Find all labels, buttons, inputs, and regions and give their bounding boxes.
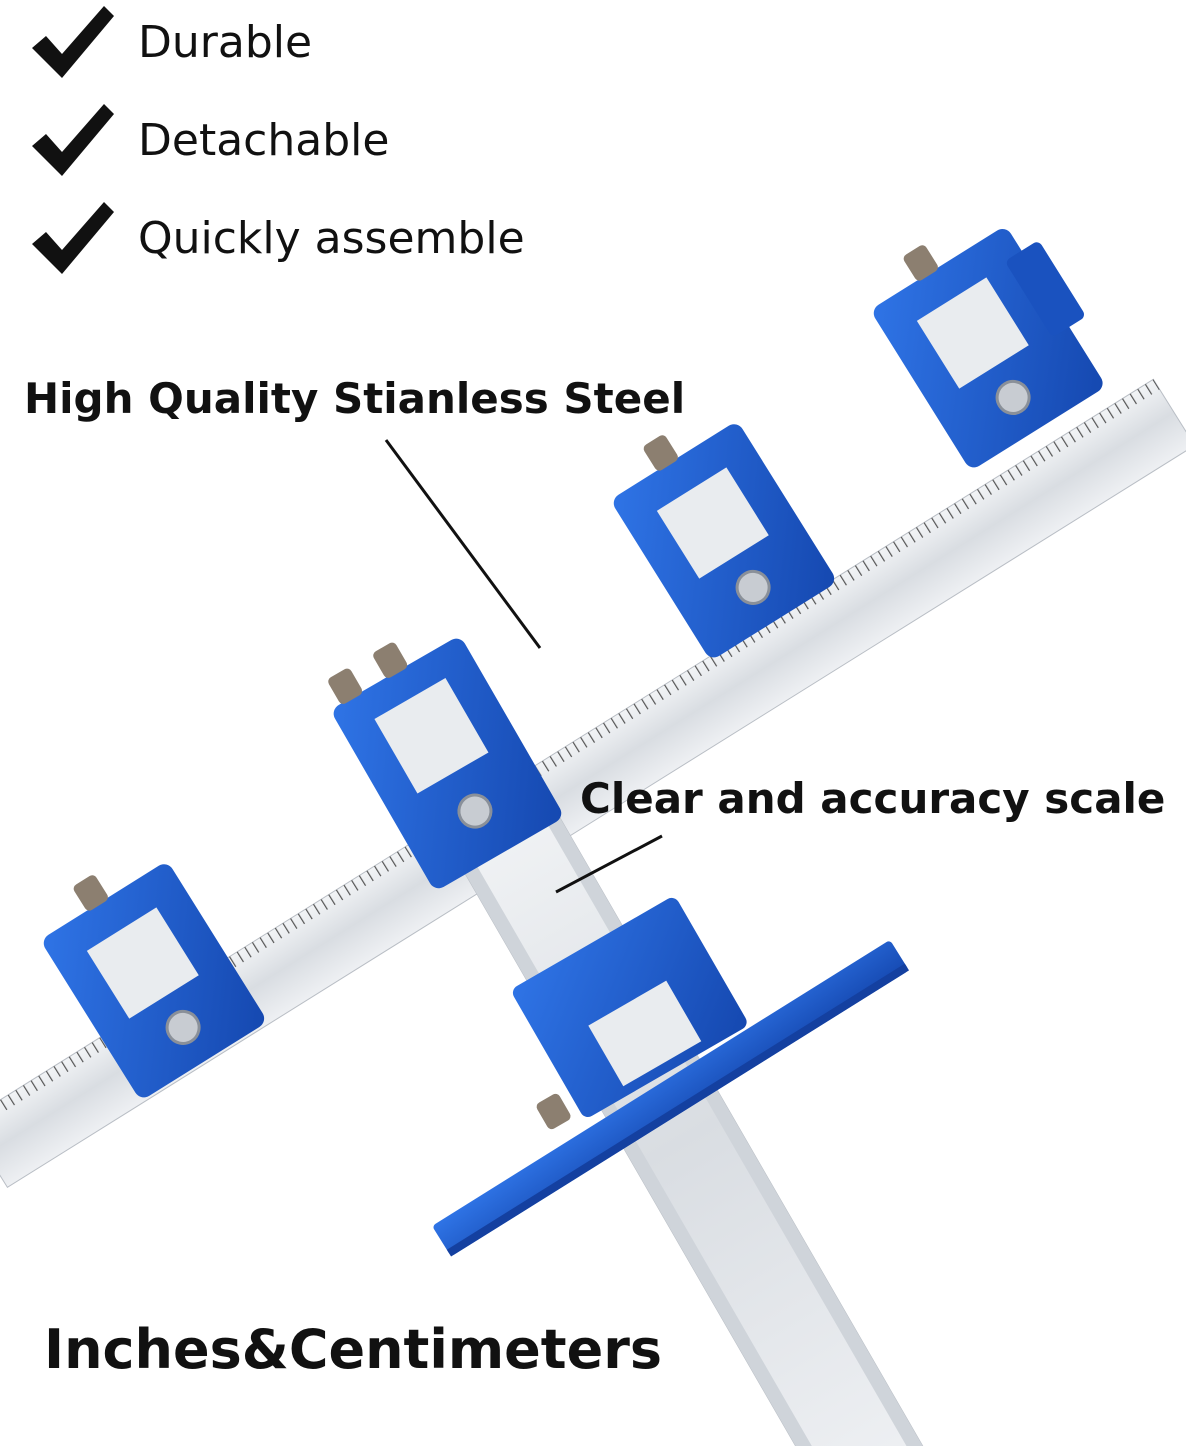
- units-title: Inches&Centimeters: [44, 1318, 662, 1381]
- scale-callout-line: [555, 834, 663, 894]
- feature-detachable: Detachable: [28, 100, 389, 180]
- feature-durable: Durable: [28, 2, 312, 82]
- steel-callout-line: [384, 439, 542, 649]
- check-icon: [32, 6, 114, 78]
- scale-callout: Clear and accuracy scale: [580, 774, 1166, 823]
- feature-label: Detachable: [138, 114, 390, 166]
- t-fence-bar: [433, 941, 910, 1257]
- steel-callout: High Quality Stianless Steel: [24, 374, 686, 423]
- main-steel-ruler: [0, 378, 1186, 1189]
- check-icon: [32, 104, 114, 176]
- right-stop-block: [873, 228, 1103, 468]
- feature-label: Durable: [138, 16, 313, 68]
- center-head-block: [328, 638, 562, 889]
- left-stop-block: [43, 864, 265, 1098]
- feature-quickly-assemble: Quickly assemble: [28, 198, 525, 278]
- drill-guide-slider: [512, 897, 747, 1130]
- feature-label: Quickly assemble: [138, 212, 525, 264]
- check-icon: [32, 202, 114, 274]
- middle-stop-block: [613, 424, 835, 658]
